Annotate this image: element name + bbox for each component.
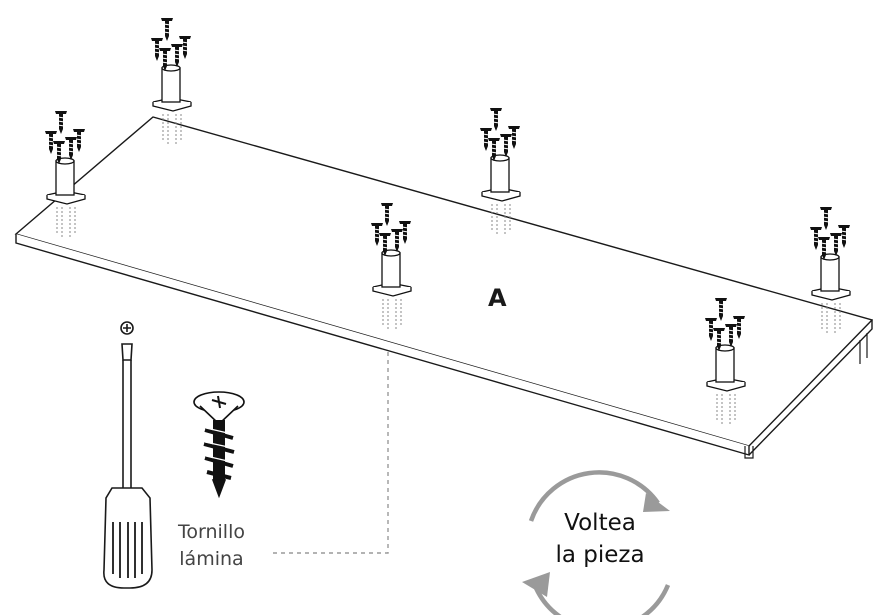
panel-label: A [488, 284, 507, 312]
flip-caption: Voltea la pieza [540, 507, 660, 571]
screw-caption-line2: lámina [179, 548, 244, 570]
screw-caption-line1: Tornillo [178, 521, 245, 543]
phillips-screwdriver-icon [103, 321, 153, 589]
rotate-arrows-icon [522, 470, 671, 615]
flip-caption-line1: Voltea [564, 510, 636, 536]
wood-screw-icon [193, 391, 245, 499]
screw-caption: Tornillo lámina [178, 519, 245, 573]
flip-caption-line2: la pieza [555, 542, 645, 568]
callout-leader-line [272, 352, 389, 554]
board-panel-a [14, 116, 873, 459]
